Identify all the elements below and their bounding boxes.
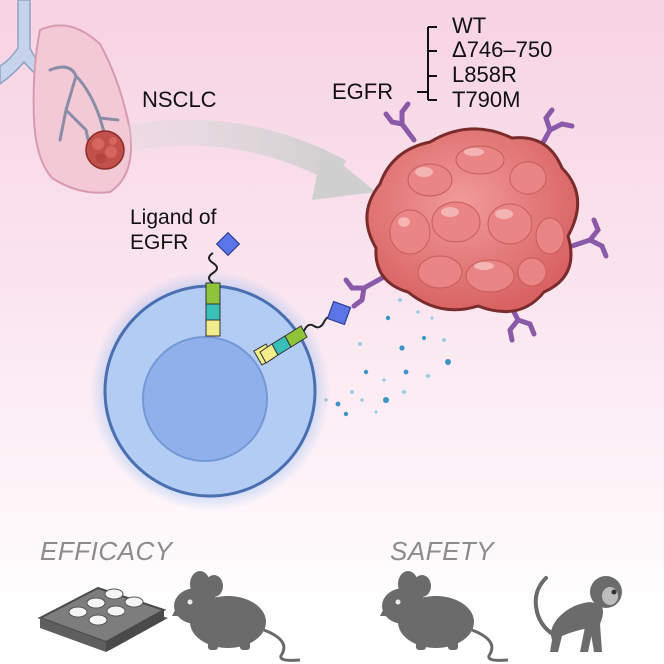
lung-tumor <box>85 130 125 170</box>
car-construct-top <box>205 231 241 337</box>
mutation-wt: WT <box>452 13 487 38</box>
disease-label: NSCLC <box>142 87 217 112</box>
car-t-cell <box>90 271 330 511</box>
monkey-icon <box>533 576 622 652</box>
receptor-top-left <box>383 101 417 143</box>
receptor-bound <box>343 275 385 309</box>
receptor-top-right <box>537 107 575 151</box>
ligand-label-line1: Ligand of <box>130 206 217 229</box>
mouse-icon <box>172 571 301 662</box>
mouse-icon <box>380 571 509 662</box>
car-construct-bound-segments <box>259 300 352 364</box>
efficacy-heading: EFFICACY <box>40 536 173 566</box>
nucleus <box>142 336 268 462</box>
well-plate-icon <box>37 586 168 652</box>
ligand-icon <box>215 231 241 257</box>
right-lung <box>32 24 133 194</box>
ligand-label-line2: EGFR <box>130 231 189 254</box>
arrow-icon <box>127 119 376 200</box>
mutation-l858r: L858R <box>452 62 517 87</box>
receptor-right <box>569 217 609 259</box>
mutation-bracket <box>417 26 437 101</box>
tumor-cell <box>365 127 580 314</box>
bound-ligand-icon <box>326 300 352 326</box>
mutation-t790m: T790M <box>452 87 521 112</box>
receptor-label: EGFR <box>332 79 394 104</box>
mutation-del746-750: Δ746–750 <box>452 37 553 62</box>
secreted-particles <box>324 298 451 417</box>
lung-illustration <box>0 0 133 194</box>
safety-heading: SAFETY <box>390 536 495 566</box>
